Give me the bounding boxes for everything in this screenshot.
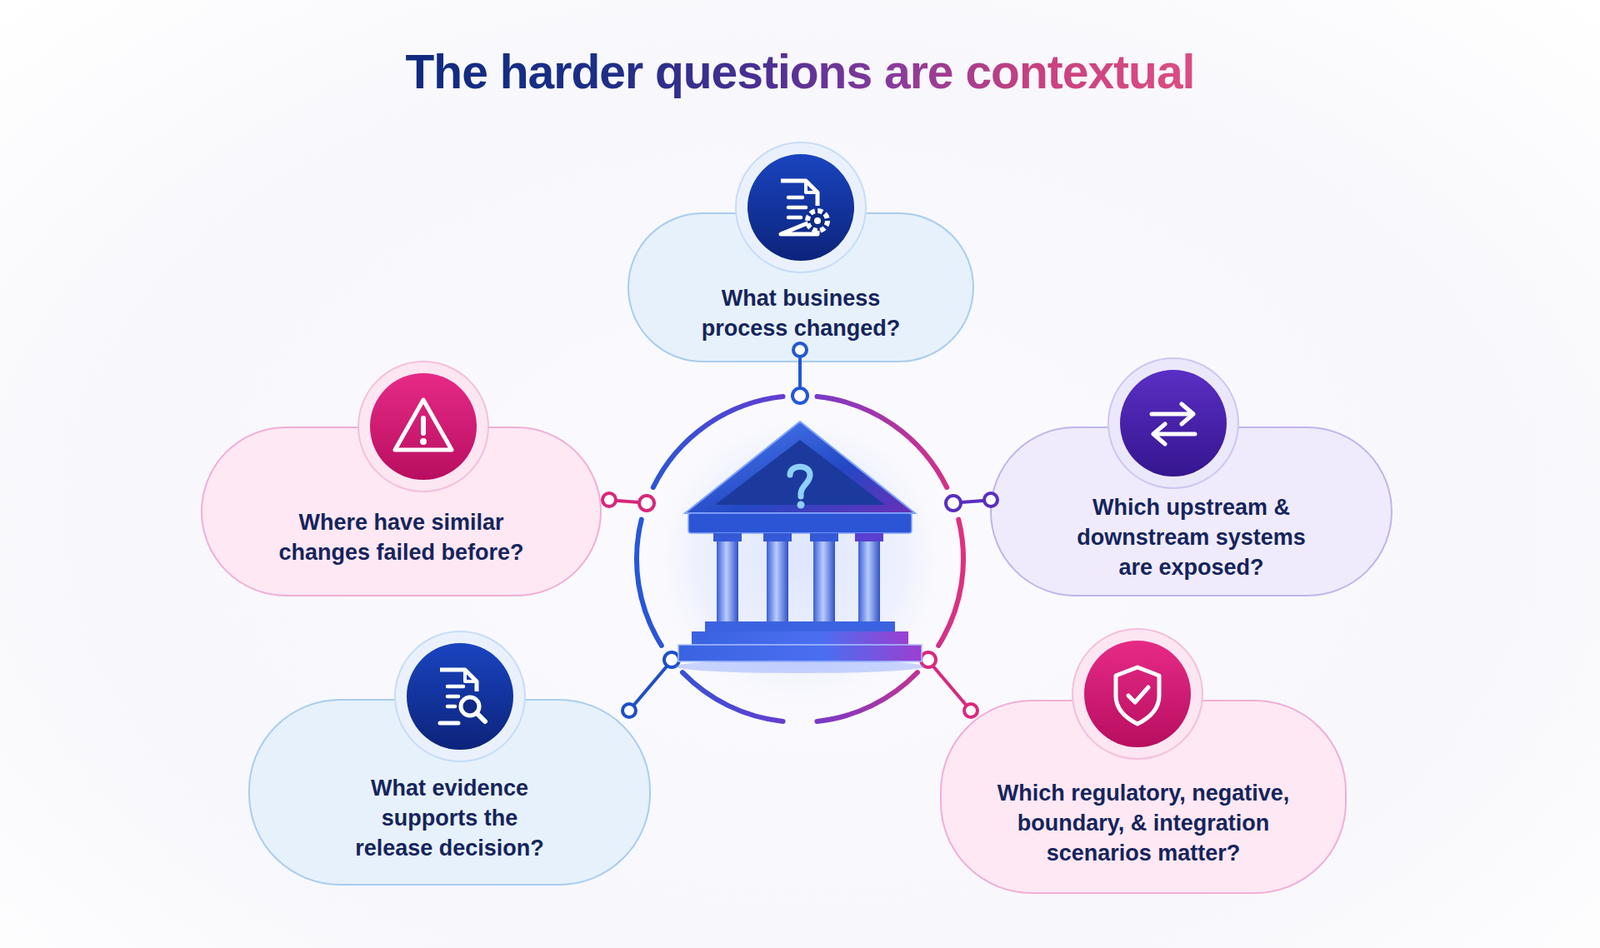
shield-glyph — [1115, 667, 1160, 725]
bank-step — [705, 621, 895, 632]
bank-pediment — [715, 440, 885, 505]
document-fold — [805, 180, 818, 193]
icon-halo — [735, 142, 866, 273]
warning-dot — [420, 438, 427, 445]
gear-glyph — [807, 210, 828, 231]
document-glyph — [780, 180, 818, 235]
leader-line — [634, 666, 667, 705]
bank-column — [716, 541, 739, 622]
ring-segment — [636, 520, 662, 646]
column-capital — [763, 533, 792, 542]
leader-joint — [792, 388, 808, 404]
magnifier-lens — [460, 697, 480, 716]
question-text: What evidence supports the release decis… — [350, 773, 550, 864]
ring-segment — [817, 396, 948, 488]
icon-halo — [358, 361, 489, 492]
leader-dot — [793, 343, 807, 357]
question-box: Which upstream & downstream systems are … — [990, 426, 1393, 597]
question-box: What evidence supports the release decis… — [248, 699, 651, 886]
leader-line — [616, 500, 640, 503]
warning-triangle — [395, 400, 452, 450]
question-text: Which upstream & downstream systems are … — [1070, 492, 1314, 583]
document-fold — [465, 670, 477, 682]
bank-column — [813, 541, 835, 622]
question-text: What business process changed? — [699, 283, 904, 344]
column-capital — [855, 533, 884, 542]
question-box: Where have similar changes failed before… — [200, 426, 602, 597]
leader-line — [933, 666, 966, 705]
warning-icon — [358, 361, 489, 492]
leader-line — [960, 500, 984, 503]
process-icon — [735, 142, 866, 273]
icon-disc — [406, 643, 514, 750]
icon-halo — [395, 631, 525, 762]
document-glyph — [440, 670, 477, 724]
icon-halo — [1072, 629, 1203, 760]
leader-dot — [984, 493, 998, 507]
leader-dot — [622, 704, 636, 718]
warning-bar — [420, 418, 426, 434]
magnifier-handle — [476, 713, 485, 722]
leader-line — [798, 357, 802, 389]
leader-joint — [639, 495, 655, 511]
icon-disc — [1084, 640, 1191, 748]
column-capital — [810, 533, 839, 542]
ring-segment — [653, 396, 784, 488]
bank-entablature — [688, 513, 912, 534]
question-glyph — [790, 466, 810, 497]
bank-icon — [675, 421, 925, 674]
leader-lines — [602, 343, 998, 718]
diagram-title: The harder questions are contextual — [405, 45, 1195, 99]
leader-joint — [920, 652, 936, 668]
bank-column — [858, 541, 880, 622]
ring-segment — [682, 672, 784, 722]
leader-joint — [945, 495, 961, 511]
bank-glow — [675, 660, 925, 674]
bank-roof — [685, 421, 915, 514]
bank-step — [691, 631, 909, 645]
question-dot — [797, 501, 805, 510]
bank-step — [678, 645, 922, 662]
question-text: Where have similar changes failed before… — [276, 507, 527, 568]
arrow-right-glyph — [1151, 404, 1194, 425]
icon-halo — [1108, 358, 1239, 489]
evidence-icon — [395, 631, 525, 762]
arrow-left-glyph — [1153, 424, 1195, 445]
icon-disc — [370, 373, 477, 480]
title-block: The harder questions are contextual — [0, 43, 1600, 100]
bank-column — [766, 541, 789, 622]
column-capital — [713, 533, 742, 542]
hub-glow — [650, 409, 950, 710]
shield-icon — [1072, 629, 1203, 760]
icon-disc — [1120, 370, 1227, 477]
hub-ring — [636, 396, 964, 722]
icon-disc — [747, 154, 855, 261]
document-lines — [788, 197, 806, 218]
exchange-icon — [1108, 358, 1239, 489]
question-box: What business process changed? — [627, 212, 975, 363]
question-box: Which regulatory, negative, boundary, & … — [940, 700, 1347, 895]
leader-dot — [964, 704, 978, 718]
ring-segment — [938, 520, 964, 646]
gear-hub — [814, 217, 821, 225]
leader-joint — [664, 652, 680, 668]
document-lines — [447, 686, 464, 707]
ring-segment — [817, 672, 919, 722]
check-glyph — [1128, 687, 1149, 703]
leader-dot — [602, 493, 616, 507]
question-text: Which regulatory, negative, boundary, & … — [989, 778, 1298, 869]
